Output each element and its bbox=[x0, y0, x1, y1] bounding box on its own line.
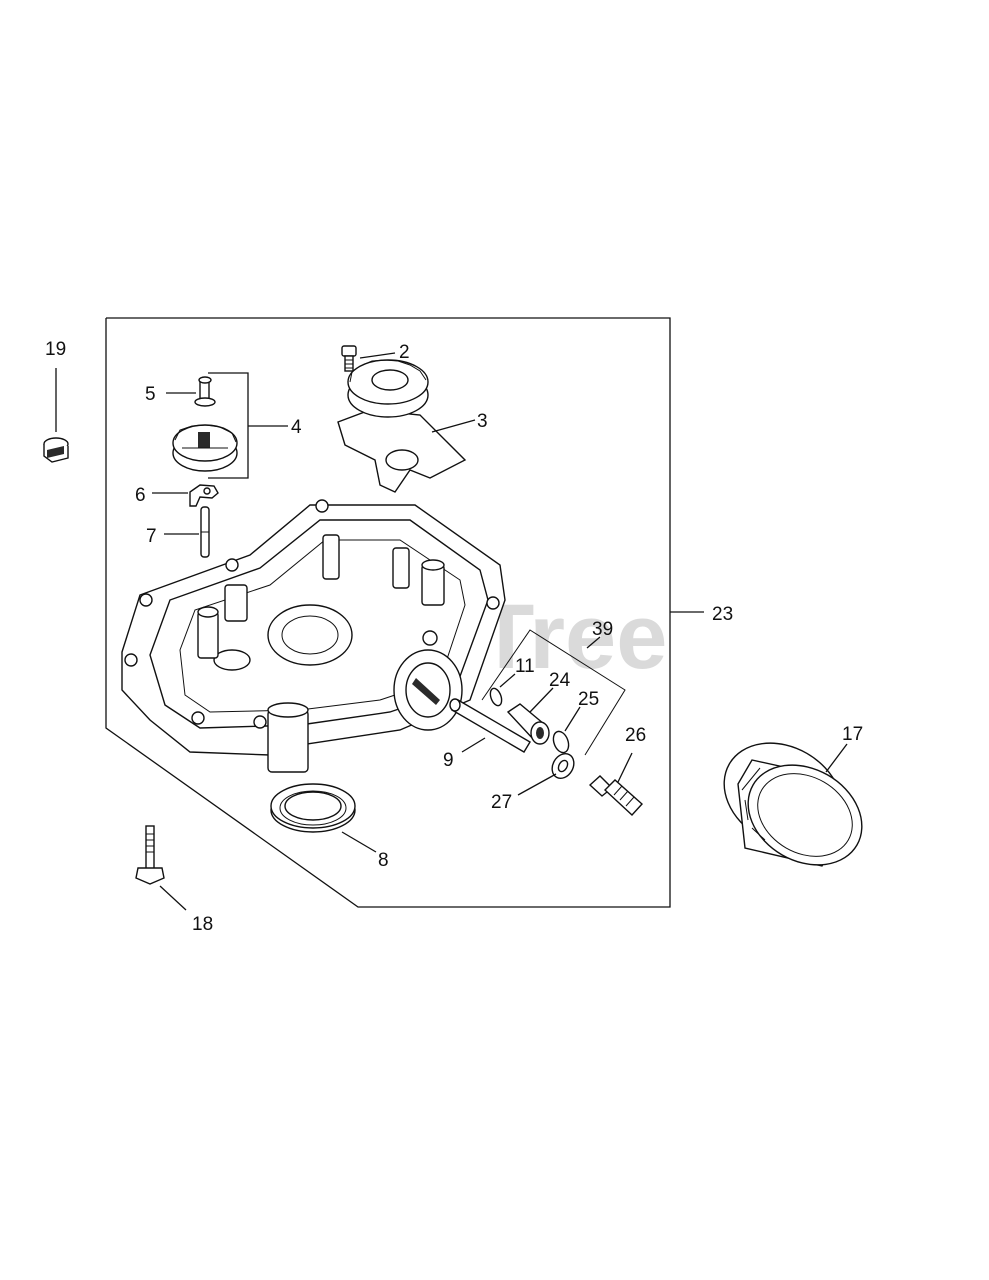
oil-pan-cover bbox=[121, 499, 506, 773]
callout-4: 4 bbox=[291, 417, 302, 438]
callout-27: 27 bbox=[491, 792, 512, 813]
callout-8: 8 bbox=[378, 850, 389, 871]
callout-7: 7 bbox=[146, 526, 157, 547]
pin-5 bbox=[166, 376, 216, 407]
oil-seal-8 bbox=[270, 783, 377, 853]
filter-nipple-26 bbox=[588, 752, 643, 816]
assembly-boundary bbox=[105, 317, 704, 908]
fitting-24 bbox=[506, 687, 554, 745]
callout-39: 39 bbox=[592, 619, 613, 640]
shaft-7 bbox=[164, 506, 210, 558]
kit-bracket-39 bbox=[481, 629, 626, 756]
callout-17: 17 bbox=[842, 724, 863, 745]
callout-2: 2 bbox=[399, 342, 410, 363]
o-ring-11 bbox=[489, 673, 516, 707]
callout-24: 24 bbox=[549, 670, 571, 691]
bolt-2 bbox=[341, 345, 396, 372]
o-ring-25 bbox=[552, 706, 581, 754]
callout-5: 5 bbox=[145, 384, 156, 405]
governor-gear-4 bbox=[172, 372, 288, 479]
washer-27 bbox=[517, 752, 575, 796]
callout-9: 9 bbox=[443, 750, 454, 771]
callout-26: 26 bbox=[625, 725, 646, 746]
drain-plug-19 bbox=[43, 368, 69, 463]
clip-6 bbox=[152, 484, 219, 507]
callout-18: 18 bbox=[192, 914, 213, 935]
oil-pump-3 bbox=[337, 359, 476, 493]
tube-9 bbox=[449, 698, 531, 753]
callout-3: 3 bbox=[477, 411, 488, 432]
bolt-18 bbox=[135, 825, 187, 911]
callout-25: 25 bbox=[578, 689, 599, 710]
callout-11: 11 bbox=[515, 656, 535, 677]
callout-19: 19 bbox=[45, 339, 66, 360]
oil-filter-17 bbox=[723, 742, 863, 867]
callout-23: 23 bbox=[712, 604, 733, 625]
callout-6: 6 bbox=[135, 485, 146, 506]
